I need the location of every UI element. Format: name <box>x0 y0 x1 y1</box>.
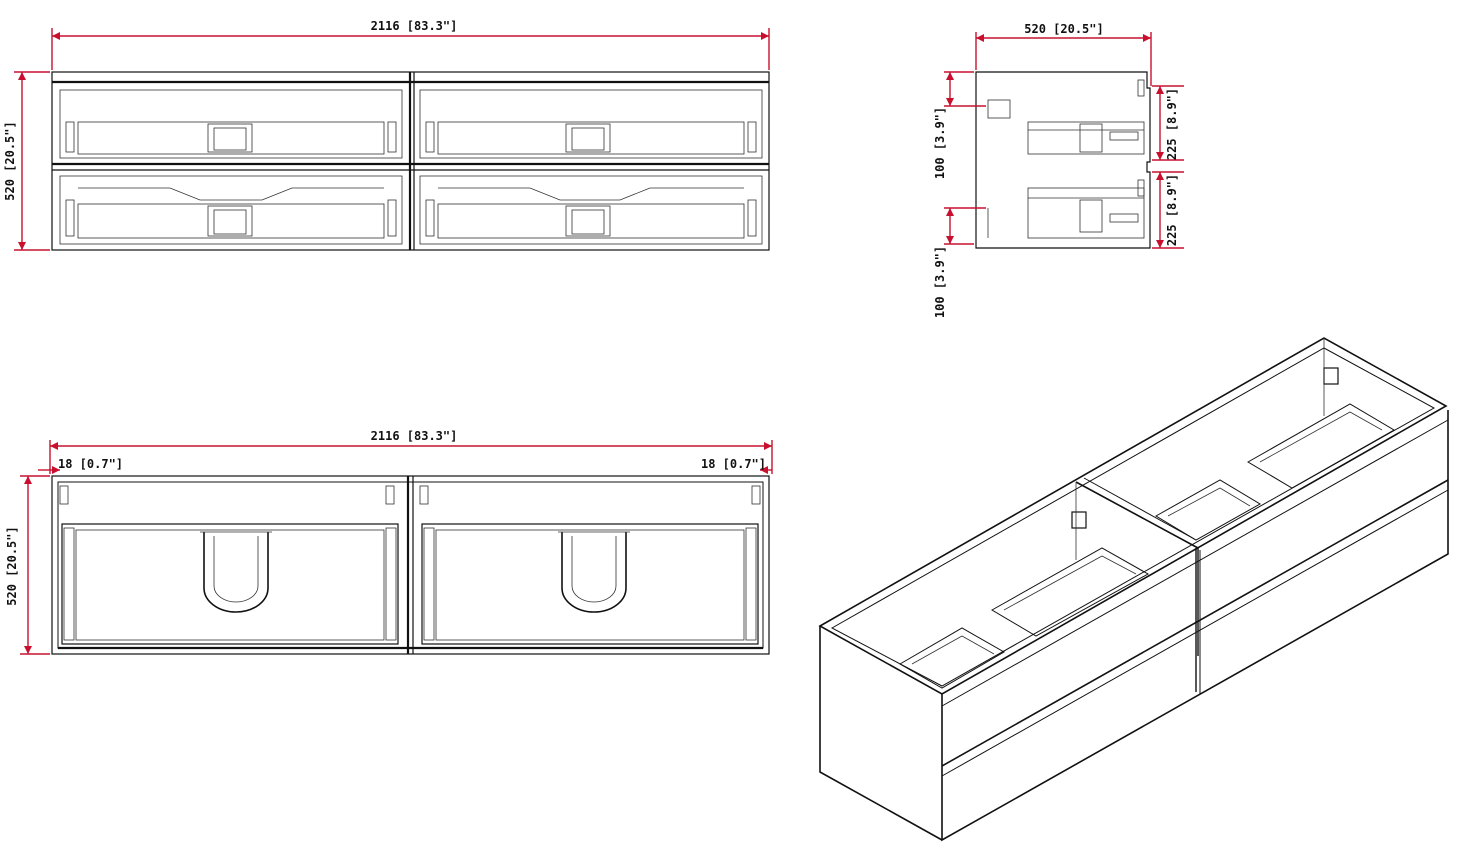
front-width-label: 2116 [83.3"] <box>371 19 458 33</box>
side-cabinet-outline <box>975 71 1151 249</box>
side-lower-gap-label: 100 [3.9"] <box>933 246 947 318</box>
iso-tray-right-back <box>1247 403 1395 489</box>
isometric-view <box>818 337 1449 842</box>
side-upper-gap-label: 100 [3.9"] <box>933 107 947 179</box>
front-drawer-bottom-left <box>59 175 403 245</box>
iso-top-rim <box>818 337 1448 695</box>
plan-sink-cutout-left <box>203 532 269 613</box>
side-view: 520 [20.5"] 100 [3.9"] 100 [3.9"] 225 [8… <box>933 22 1184 318</box>
side-upper-drawer <box>1027 79 1145 155</box>
plan-height-label: 520 [20.5"] <box>5 526 19 605</box>
front-drawer-bottom-right <box>419 175 763 245</box>
plan-view: 2116 [83.3"] 18 [0.7"] 18 [0.7"] 520 [20… <box>5 429 773 655</box>
side-lower-drawer-label: 225 [8.9"] <box>1165 174 1179 246</box>
iso-drawer-split <box>941 479 1449 767</box>
side-upper-drawer-label: 225 [8.9"] <box>1165 88 1179 160</box>
side-depth-label: 520 [20.5"] <box>1024 22 1103 36</box>
plan-cabinet-outline <box>51 475 770 655</box>
front-drawer-top-right <box>419 89 763 159</box>
plan-right-panel-label: 18 [0.7"] <box>701 457 766 471</box>
plan-drawer-right <box>419 485 761 645</box>
front-height-label: 520 [20.5"] <box>3 121 17 200</box>
iso-bracket-left <box>1071 511 1087 529</box>
front-view: 2116 [83.3"] 520 [20.5"] <box>3 19 770 251</box>
iso-tray-left-back <box>990 547 1150 637</box>
iso-tray-left-front <box>898 627 1006 689</box>
plan-left-panel-label: 18 [0.7"] <box>58 457 123 471</box>
iso-bracket-right <box>1323 367 1339 385</box>
side-wall-bracket <box>987 99 1011 119</box>
iso-front-face <box>941 410 1449 842</box>
front-drawer-top-left <box>59 89 403 159</box>
plan-sink-cutout-right <box>561 532 627 613</box>
plan-drawer-left <box>59 485 399 645</box>
plan-width-label: 2116 [83.3"] <box>371 429 458 443</box>
iso-tray-right-front <box>1155 479 1261 541</box>
side-lower-drawer <box>1027 179 1145 239</box>
iso-left-face <box>819 626 943 841</box>
